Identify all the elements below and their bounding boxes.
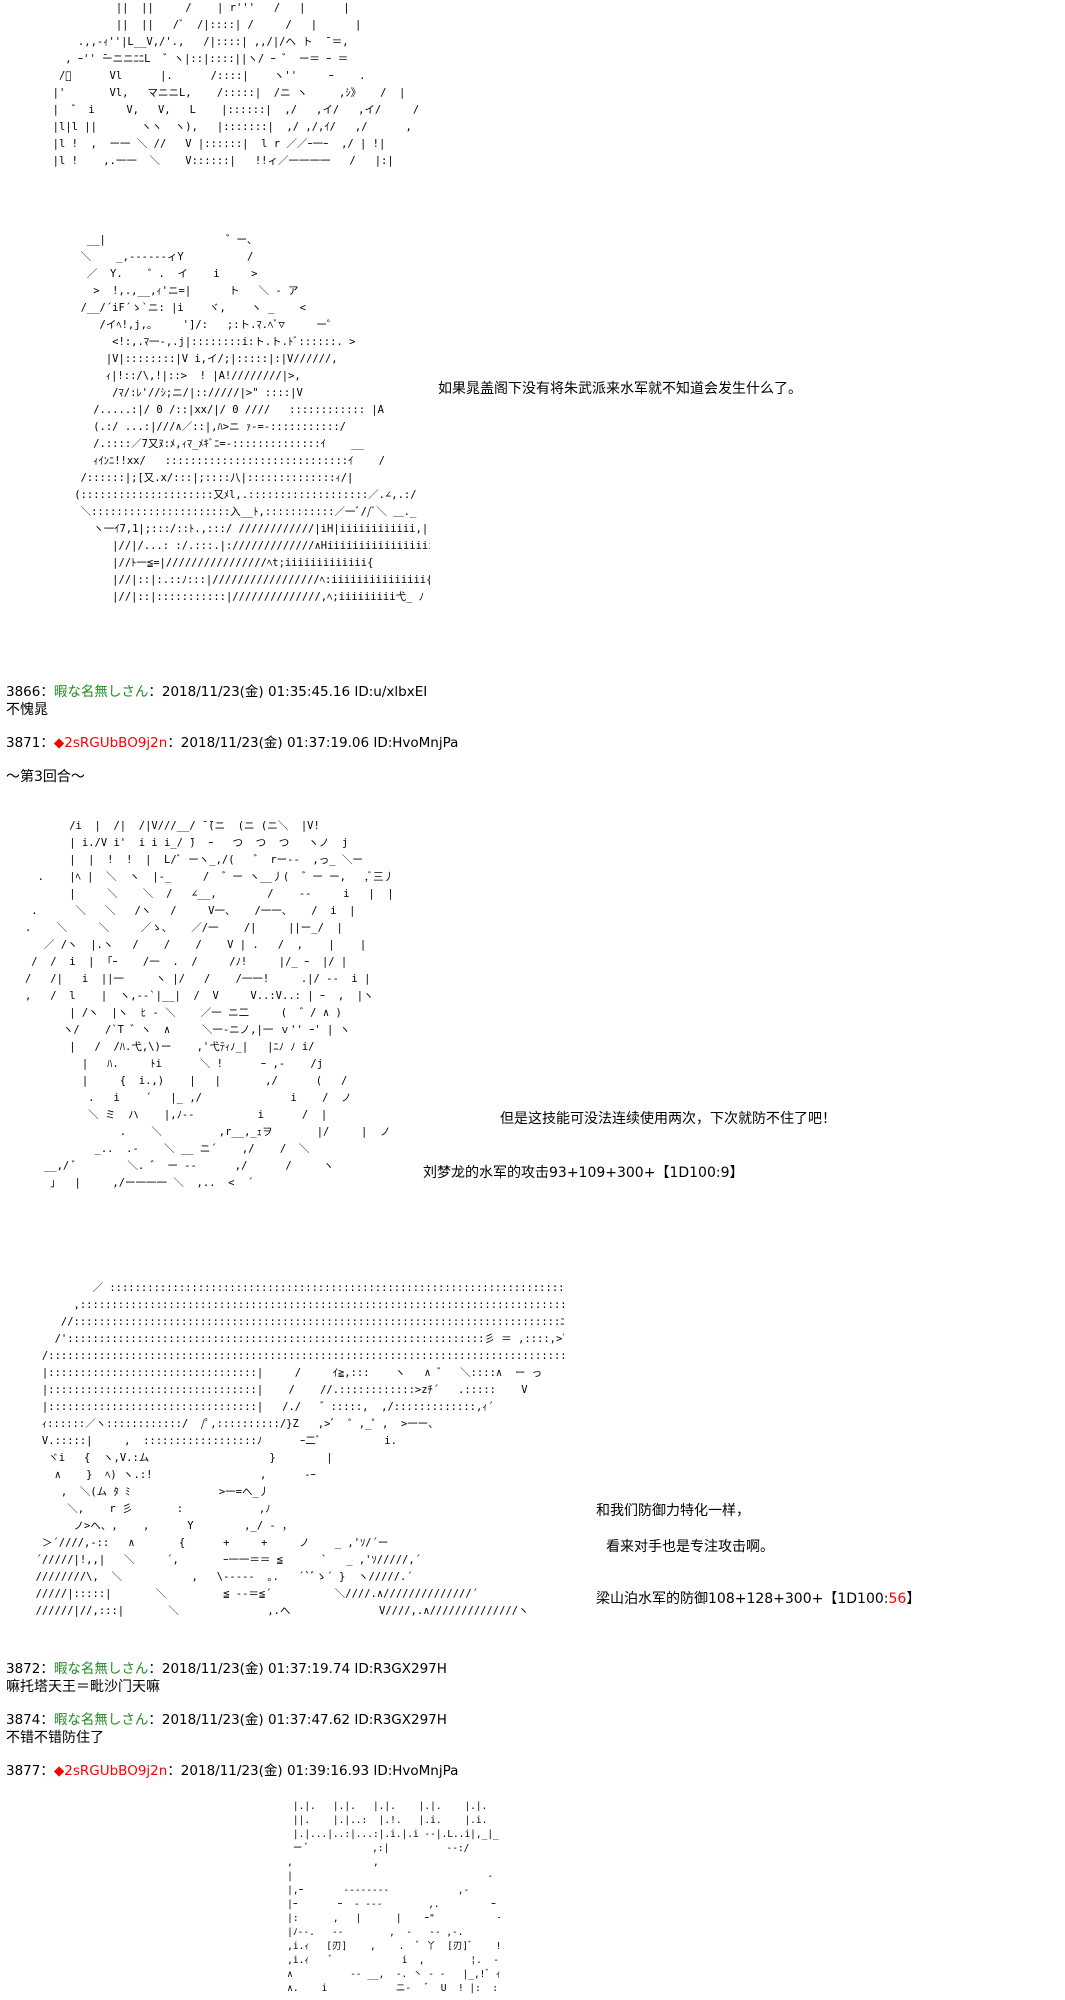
post-date-id: ：2018/11/23(金) 01:39:16.93 ID:HvoMnjPa xyxy=(167,1763,459,1779)
dice-roll-result: 56 xyxy=(888,1591,907,1607)
post-number: 3877 xyxy=(6,1763,41,1779)
post-body-3871: ～第3回合～ xyxy=(6,769,85,785)
dialog-line-3: 刘梦龙的水军的攻击93+109+300+【1D100:9】 xyxy=(423,1165,744,1181)
defense-formula: 梁山泊水军的防御108+128+300+【1D100: xyxy=(596,1591,889,1607)
dialog-line-2: 但是这技能可没法连续使用两次，下次就防不住了吧！ xyxy=(500,1111,836,1127)
post-separator: ： xyxy=(40,1712,54,1728)
dialog-line-6: 梁山泊水军的防御108+128+300+【1D100:56】 xyxy=(596,1590,920,1608)
poster-trip-link[interactable]: 2sRGUbBO9j2n xyxy=(64,735,168,751)
post-header-3877: 3877：◆2sRGUbBO9j2n：2018/11/23(金) 01:39:1… xyxy=(6,1763,458,1779)
post-body-3872: 嘛托塔天王＝毗沙门天嘛 xyxy=(6,1679,160,1695)
ascii-art-soldiers-top: || || / | r''' / | | || || /ﾞ /|::::| / … xyxy=(52,2,420,167)
post-header-3874: 3874：暇な名無しさん：2018/11/23(金) 01:37:47.62 I… xyxy=(6,1712,447,1728)
ascii-art-bottom-character: |.|. |.|. |.|. |.|. |.|. .|.| ||. |.|..:… xyxy=(287,1801,500,1994)
trip-diamond-icon: ◆ xyxy=(53,735,65,751)
dialog-line-4: 和我们防御力特化一样， xyxy=(596,1503,750,1519)
post-separator: ： xyxy=(40,1661,54,1677)
post-number: 3866 xyxy=(6,684,41,700)
poster-trip-link[interactable]: 2sRGUbBO9j2n xyxy=(64,1763,168,1779)
ascii-art-character-chao-gai: __| ゛ー、 ＼ _,-‐‐‐‐‐ィY / ／ Y. ゜. イ i > > !… xyxy=(74,234,430,603)
post-separator: ： xyxy=(40,1763,54,1779)
poster-name-link[interactable]: 暇な名無しさん xyxy=(53,1712,149,1728)
post-separator: ： xyxy=(40,735,54,751)
poster-name-link[interactable]: 暇な名無しさん xyxy=(53,684,149,700)
poster-name-link[interactable]: 暇な名無しさん xyxy=(53,1661,149,1677)
trip-diamond-icon: ◆ xyxy=(53,1763,65,1779)
ascii-art-liangshan-navy: ／ ::::::::::::::::::::::::::::::::::::::… xyxy=(35,1282,564,1617)
post-number: 3871 xyxy=(6,735,41,751)
dialog-line-5: 看来对手也是专注攻击啊。 xyxy=(606,1539,774,1555)
post-header-3872: 3872：暇な名無しさん：2018/11/23(金) 01:37:19.74 I… xyxy=(6,1661,447,1677)
post-number: 3874 xyxy=(6,1712,41,1728)
post-header-3866: 3866：暇な名無しさん：2018/11/23(金) 01:35:45.16 I… xyxy=(6,684,427,700)
post-body-3874: 不错不错防住了 xyxy=(6,1730,104,1746)
defense-formula-end: 】 xyxy=(906,1591,921,1607)
post-date-id: ：2018/11/23(金) 01:37:19.06 ID:HvoMnjPa xyxy=(167,735,459,751)
post-date-id: ：2018/11/23(金) 01:35:45.16 ID:u/xlbxEI xyxy=(148,684,428,700)
post-date-id: ：2018/11/23(金) 01:37:19.74 ID:R3GX297H xyxy=(148,1661,447,1677)
ascii-art-fighter-liu-menglong: /i | /| /|V///__/ ̄ ̄(ニ (ニ (ニ＼ |V! | i./… xyxy=(24,820,395,1189)
post-separator: ： xyxy=(40,684,54,700)
dialog-line-1: 如果晁盖阁下没有将朱武派来水军就不知道会发生什么了。 xyxy=(438,381,802,397)
post-number: 3872 xyxy=(6,1661,41,1677)
post-date-id: ：2018/11/23(金) 01:37:47.62 ID:R3GX297H xyxy=(148,1712,447,1728)
post-header-3871: 3871：◆2sRGUbBO9j2n：2018/11/23(金) 01:37:1… xyxy=(6,735,458,751)
post-body-3866: 不愧晁 xyxy=(6,702,48,718)
